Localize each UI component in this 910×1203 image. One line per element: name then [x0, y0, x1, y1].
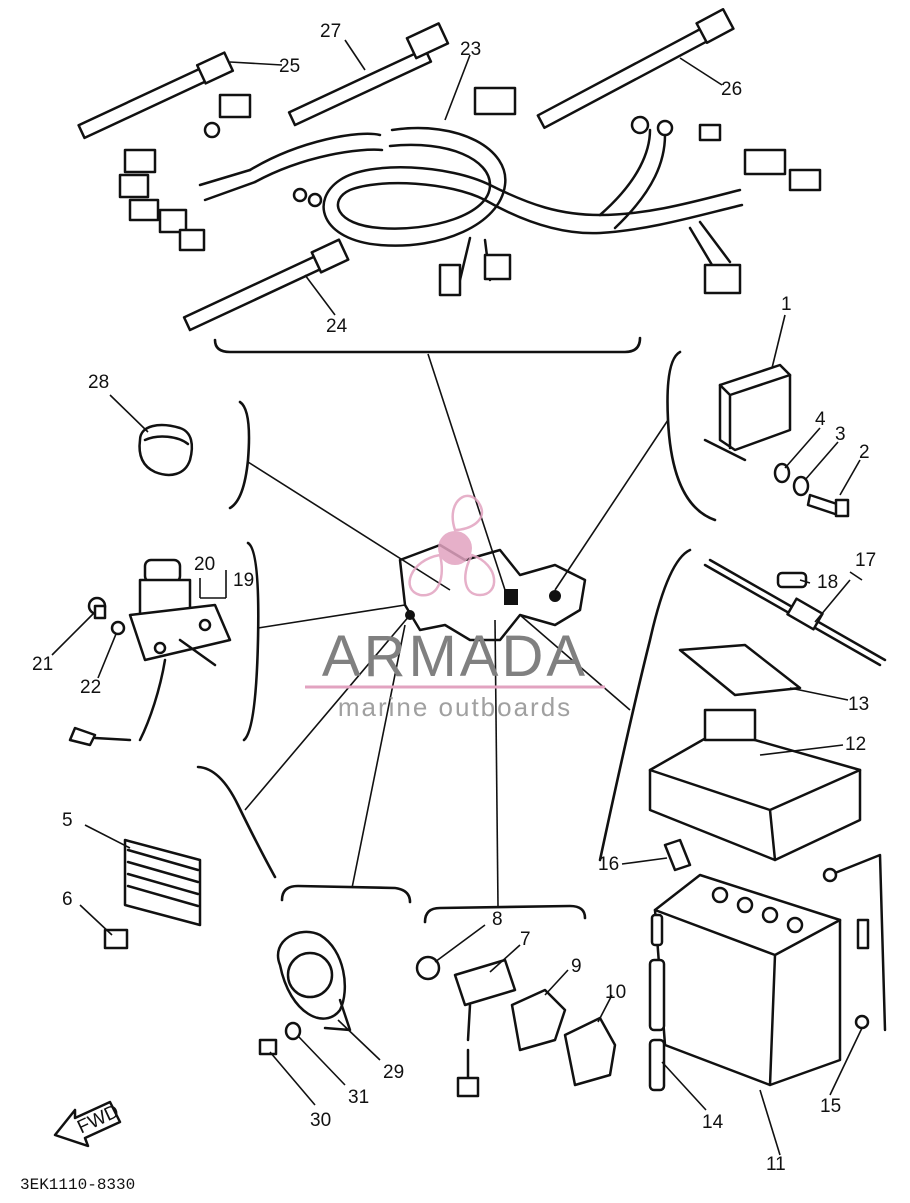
bracket-5 [196, 765, 277, 879]
part-15-battery-lead [822, 853, 887, 1032]
bracket-1 [666, 350, 717, 522]
callout-15: 15 [820, 1096, 841, 1117]
part-14-breather-tube [648, 913, 666, 1092]
callout-12: 12 [845, 734, 866, 755]
callout-25: 25 [279, 56, 300, 77]
callout-11: 11 [766, 1154, 786, 1175]
callout-10: 10 [605, 982, 626, 1003]
bracket-17 [598, 548, 692, 862]
callout-21: 21 [32, 654, 53, 675]
callout-8: 8 [492, 909, 503, 930]
callout-18: 18 [817, 572, 838, 593]
callout-3: 3 [835, 424, 846, 445]
watermark-tagline: marine outboards [338, 692, 572, 722]
callout-numbers: 1 2 3 4 5 6 7 8 9 10 11 12 13 14 15 16 1… [32, 21, 876, 1175]
part-3-washer [792, 475, 810, 497]
part-12-battery-cover [648, 708, 862, 862]
callout-23: 23 [460, 39, 481, 60]
callout-27: 27 [320, 21, 341, 42]
part-29-horn [276, 930, 352, 1032]
part-22-washer [110, 620, 126, 636]
callout-2: 2 [859, 442, 870, 463]
bracket-harness-group [213, 336, 642, 354]
part-1-cover [703, 363, 792, 462]
callout-26: 26 [721, 79, 742, 100]
watermark-logo [408, 494, 496, 597]
callout-1: 1 [781, 294, 792, 315]
fwd-direction-arrow: FWD [53, 1100, 122, 1148]
part-16-clamp [663, 838, 692, 872]
callout-13: 13 [848, 694, 869, 715]
watermark: ARMADA marine outboards [305, 494, 605, 722]
bracket-28 [228, 400, 251, 510]
part-28-cap [138, 423, 194, 477]
pointer-lines [244, 353, 669, 907]
cable-tie-25 [77, 51, 235, 140]
part-13-pad [678, 643, 802, 697]
callout-7: 7 [520, 929, 531, 950]
callout-24: 24 [326, 316, 348, 337]
part-2-bolt [806, 493, 850, 518]
callout-9: 9 [571, 956, 582, 977]
watermark-brand: ARMADA [322, 624, 588, 689]
callout-30: 30 [310, 1110, 331, 1131]
part-10-relay [563, 1016, 617, 1087]
cable-tie-27 [287, 22, 450, 127]
callout-22: 22 [80, 677, 101, 698]
cable-tie-24 [182, 238, 350, 332]
callout-17: 17 [855, 550, 876, 571]
part-30-bolt [258, 1038, 278, 1056]
part-19-main-switch [68, 558, 232, 747]
part-8-nut [415, 955, 441, 981]
callout-31: 31 [348, 1087, 369, 1108]
callout-leaders [51, 39, 863, 1156]
part-31-washer [284, 1021, 302, 1041]
part-9-relay [510, 988, 567, 1052]
callout-6: 6 [62, 889, 73, 910]
part-17-cable [703, 558, 887, 667]
callout-14: 14 [702, 1112, 724, 1133]
part-4-washer [773, 462, 791, 484]
callout-19: 19 [233, 570, 254, 591]
callout-29: 29 [383, 1062, 404, 1083]
bracket-7 [423, 904, 587, 924]
cable-tie-26 [536, 7, 735, 130]
callout-20: 20 [194, 554, 215, 575]
bracket-29 [280, 884, 412, 904]
callout-4: 4 [815, 409, 826, 430]
part-5-rectifier [123, 838, 202, 927]
part-18-fuse [776, 571, 808, 589]
wire-harness [118, 86, 822, 297]
part-7-switch [453, 958, 517, 1098]
part-11-battery [653, 873, 842, 1087]
callout-5: 5 [62, 810, 73, 831]
callout-28: 28 [88, 372, 109, 393]
bracket-19 [242, 541, 260, 742]
callout-16: 16 [598, 854, 619, 875]
part-6-bolt [103, 928, 129, 950]
diagram-code: 3EK1110-8330 [20, 1176, 135, 1194]
